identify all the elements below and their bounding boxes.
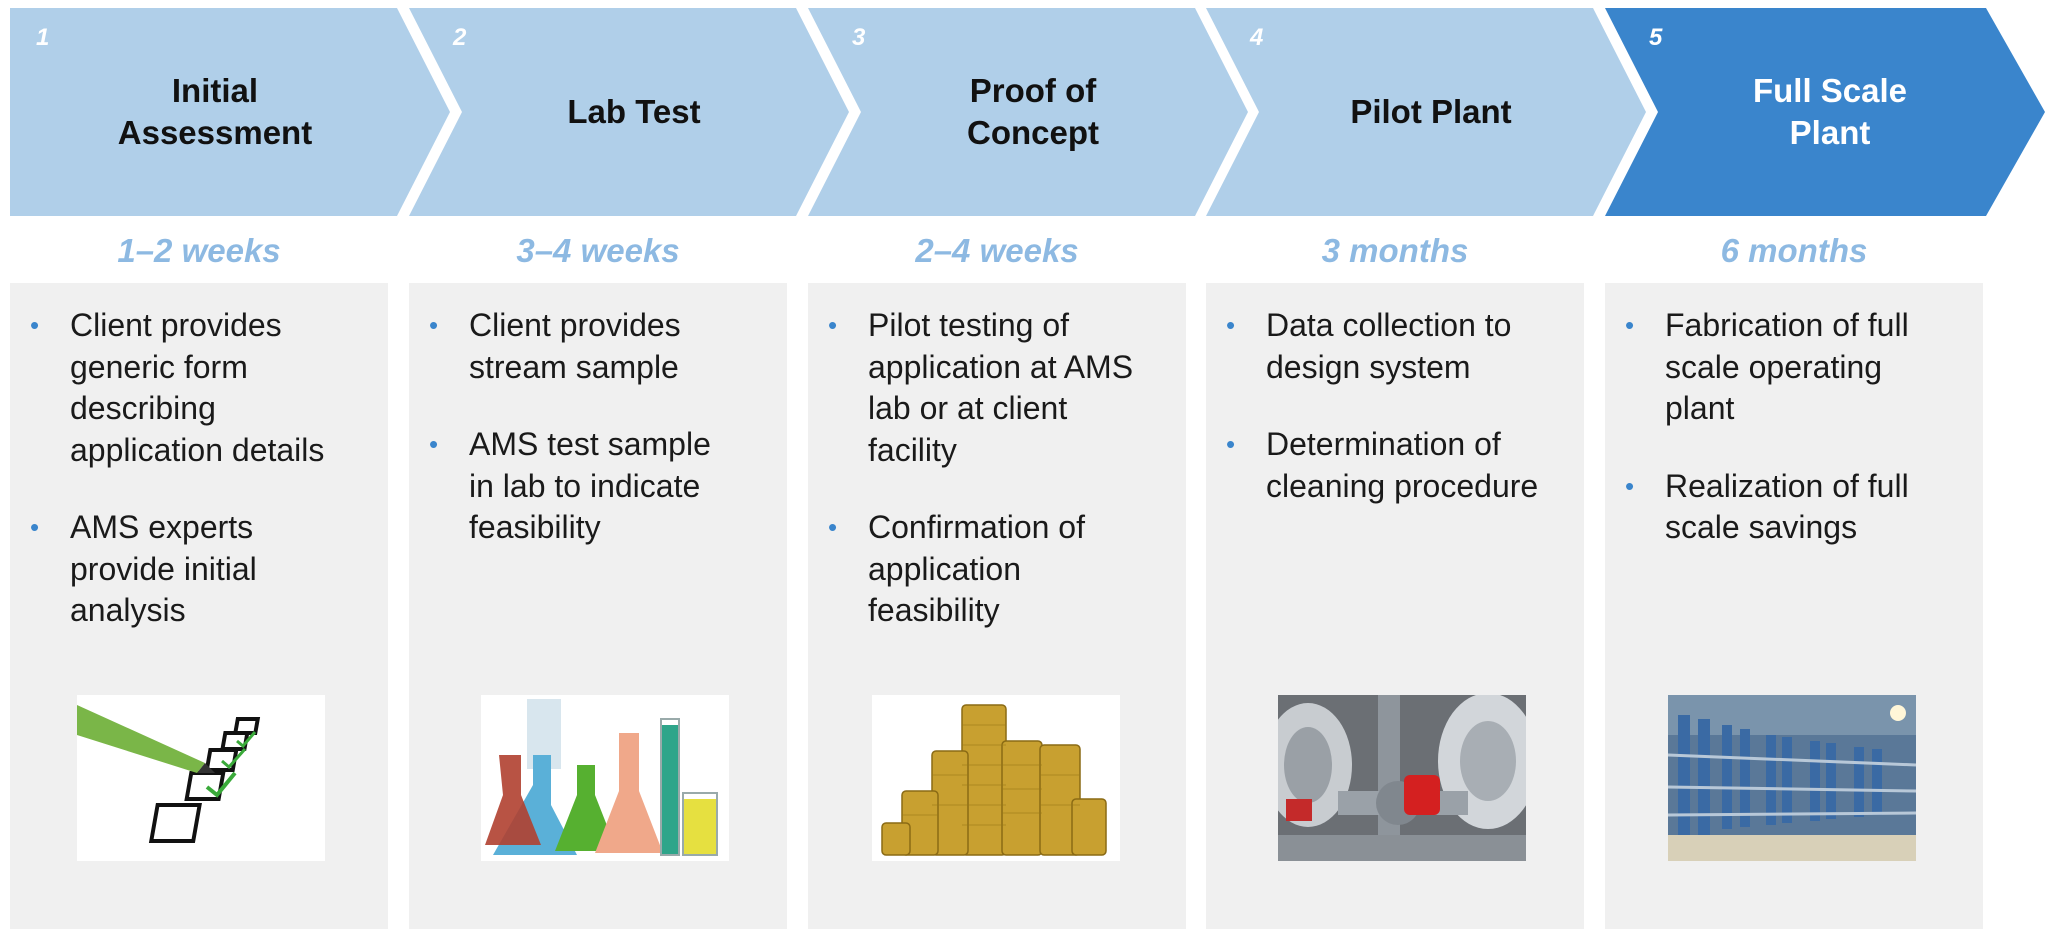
step-3-chevron: 3 Proof of Concept [808, 8, 1248, 216]
step-3-duration: 2–4 weeks [915, 232, 1079, 269]
bullet-item: •Determination of cleaning procedure [1226, 426, 1539, 504]
step-5-duration: 6 months [1720, 232, 1868, 269]
step-4-duration: 3 months [1321, 232, 1469, 269]
step-1-panel: •Client provides generic form describing… [10, 283, 388, 929]
bullet-list: •Fabrication of full scale operating pla… [1605, 283, 1983, 549]
step-title: Full Scale Plant [1752, 72, 1908, 151]
gold-coins-icon [872, 695, 1120, 861]
bullet-item: •Data collection to design system [1226, 307, 1512, 385]
step-title: Proof of Concept [967, 72, 1099, 151]
bullet-item: •AMS experts provide initial analysis [30, 509, 257, 628]
bullet-list: •Client provides stream sample •AMS test… [409, 283, 787, 549]
bullet-list: •Data collection to design system •Deter… [1206, 283, 1584, 507]
step-1-duration: 1–2 weeks [117, 232, 281, 269]
bullet-item: •AMS test sample in lab to indicate feas… [429, 426, 711, 545]
step-title: Pilot Plant [1350, 93, 1512, 130]
bullet-item: •Realization of full scale savings [1625, 467, 1909, 546]
bullet-item: •Pilot testing of application at AMS lab… [828, 307, 1134, 468]
bullet-icon: • [1226, 310, 1236, 340]
bullet-icon: • [828, 512, 838, 542]
step-4-chevron: 4 Pilot Plant [1206, 8, 1646, 216]
bullet-item: •Confirmation of application feasibility [828, 509, 1085, 628]
step-number: 4 [1250, 24, 1264, 51]
bullet-item: •Fabrication of full scale operating pla… [1625, 307, 1909, 426]
bullet-icon: • [1625, 470, 1635, 501]
step-5-chevron: 5 Full Scale Plant [1605, 8, 2045, 216]
pilot-pipes-icon [1278, 695, 1526, 861]
bullet-icon: • [1625, 310, 1635, 340]
step-2-duration: 3–4 weeks [516, 232, 680, 269]
checklist-icon [77, 695, 325, 861]
bullet-icon: • [429, 429, 439, 459]
bullet-icon: • [429, 310, 439, 340]
step-number: 5 [1649, 24, 1663, 51]
bullet-item: •Client provides generic form describing… [30, 307, 325, 468]
bullet-list: •Pilot testing of application at AMS lab… [808, 283, 1186, 632]
step-number: 2 [453, 24, 467, 51]
step-title: Lab Test [567, 93, 701, 130]
bullet-icon: • [30, 310, 40, 340]
step-number: 3 [852, 24, 866, 51]
step-title: Initial Assessment [117, 72, 313, 151]
step-1-chevron: 1 Initial Assessment [10, 8, 450, 216]
industrial-plant-icon [1668, 695, 1916, 861]
lab-flasks-icon [481, 695, 729, 861]
step-number: 1 [36, 24, 50, 51]
step-2-chevron: 2 Lab Test [409, 8, 849, 216]
bullet-list: •Client provides generic form describing… [10, 283, 388, 632]
bullet-icon: • [30, 512, 40, 542]
bullet-item: •Client provides stream sample [429, 307, 681, 385]
bullet-icon: • [828, 310, 838, 340]
bullet-icon: • [1226, 429, 1236, 459]
